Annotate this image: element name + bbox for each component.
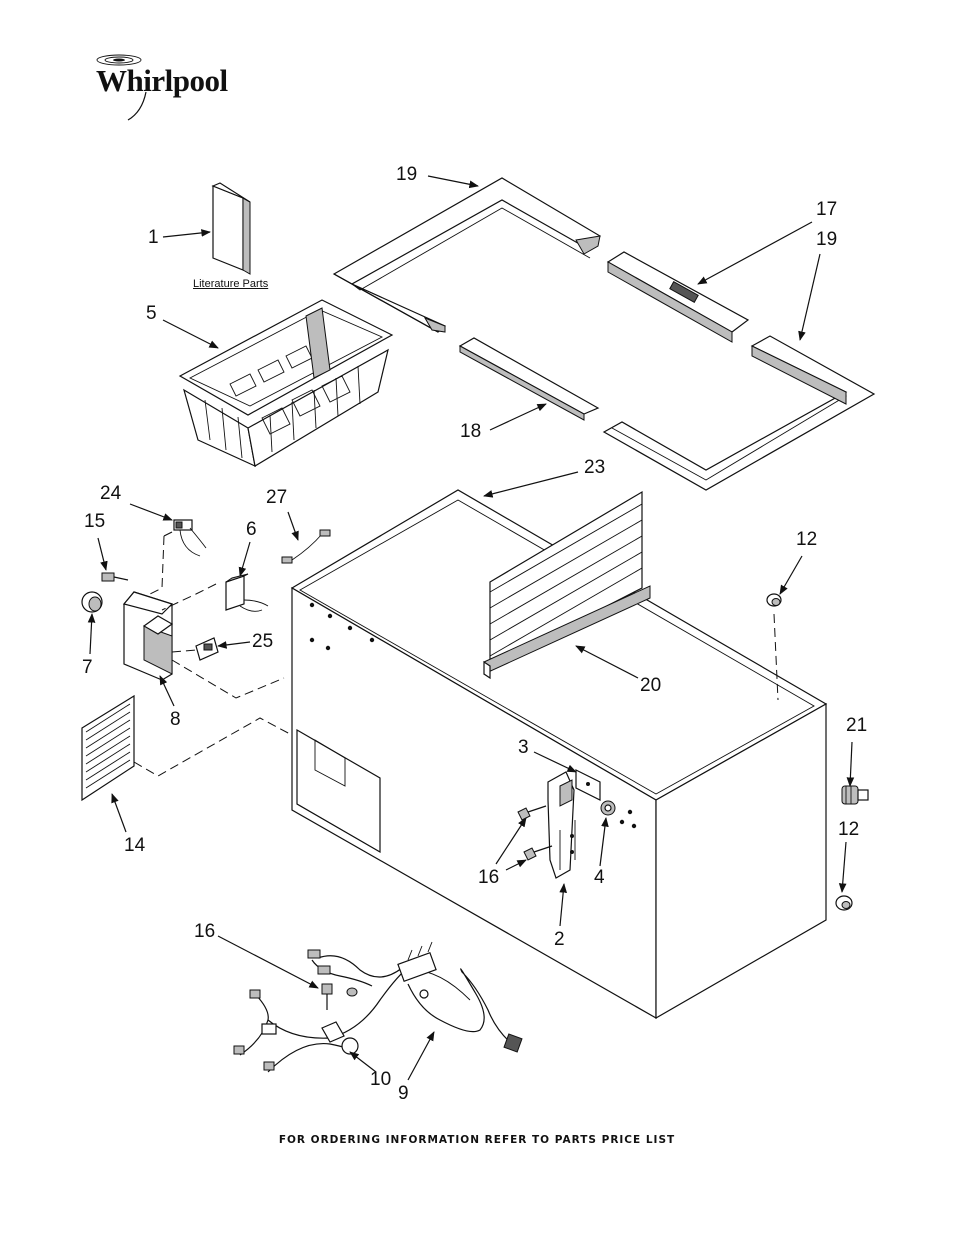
leveling-leg-part <box>841 785 869 805</box>
plug-dash-line <box>773 613 779 701</box>
brand-logo: Whirlpool <box>96 63 228 98</box>
vent-grille-part <box>81 694 135 802</box>
callout-24: 24 <box>100 483 122 504</box>
callout-23: 23 <box>584 457 606 478</box>
control-knob-part <box>81 591 103 613</box>
plug-button-bottom-part <box>835 895 853 911</box>
leader-arrows <box>87 175 855 1081</box>
callout-12-top: 12 <box>796 529 818 550</box>
harness-screw-part <box>321 983 333 1010</box>
relay-part <box>225 573 269 612</box>
callout-12-bottom: 12 <box>838 819 860 840</box>
callout-21: 21 <box>846 715 868 736</box>
storage-basket-part <box>178 299 394 468</box>
callout-10: 10 <box>370 1069 392 1090</box>
ordering-info-footer: FOR ORDERING INFORMATION REFER TO PARTS … <box>278 1134 676 1146</box>
callout-19-front: 19 <box>816 229 838 250</box>
callout-16-hinge: 16 <box>478 867 500 888</box>
callout-25: 25 <box>252 631 274 652</box>
callout-14: 14 <box>124 835 146 856</box>
hinge-screw-lower-part <box>523 845 553 861</box>
callout-1: 1 <box>148 227 159 248</box>
callout-3: 3 <box>518 737 529 758</box>
literature-parts-label: Literature Parts <box>193 278 269 290</box>
brand-swirl-icon <box>96 54 147 121</box>
callout-5: 5 <box>146 303 157 324</box>
hinge-nut-part <box>600 800 616 816</box>
lid-frame-front-part <box>602 335 876 491</box>
callout-18: 18 <box>460 421 482 442</box>
control-housing-part <box>122 591 174 681</box>
switch-part <box>195 637 219 661</box>
jumper-wire-part <box>281 529 331 564</box>
freezer-cabinet-part <box>290 489 828 1020</box>
callout-15: 15 <box>84 511 106 532</box>
lid-hinge-part <box>547 769 601 879</box>
callout-16-harness: 16 <box>194 921 216 942</box>
callout-17: 17 <box>816 199 838 220</box>
thermostat-part <box>173 519 207 557</box>
housing-screw-part <box>101 572 129 582</box>
plug-button-top-part <box>766 593 782 607</box>
divider-panel-part <box>483 490 651 680</box>
lid-center-rail-part <box>606 251 750 343</box>
callout-4: 4 <box>594 867 605 888</box>
literature-booklet-part <box>211 182 251 275</box>
lid-short-rail-part <box>458 337 600 421</box>
callout-2: 2 <box>554 929 565 950</box>
callout-6: 6 <box>246 519 257 540</box>
callout-9: 9 <box>398 1083 409 1104</box>
wiring-harness-part <box>233 941 523 1073</box>
callout-7: 7 <box>82 657 93 678</box>
callout-20: 20 <box>640 675 662 696</box>
callout-19-rear: 19 <box>396 164 418 185</box>
callout-27: 27 <box>266 487 288 508</box>
lid-frame-rear-part <box>332 177 601 333</box>
callout-8: 8 <box>170 709 181 730</box>
